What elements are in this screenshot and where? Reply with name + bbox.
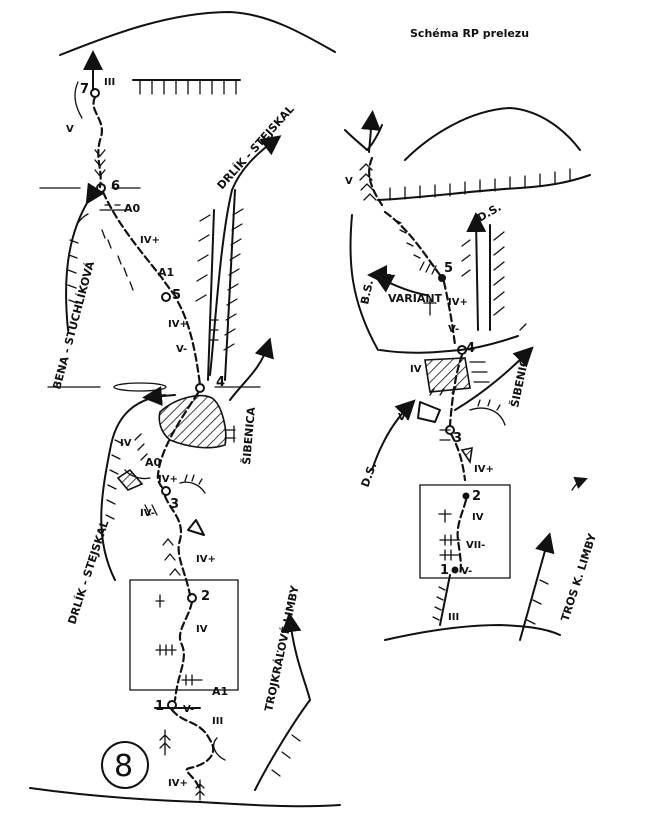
belay-1-label: 1	[155, 699, 164, 714]
grade-label: IV	[472, 512, 484, 523]
route-name-label: D.S.	[475, 201, 504, 225]
grade-label: V-	[176, 344, 187, 355]
grade-label: A0	[124, 202, 141, 215]
grade-label: IV	[120, 438, 132, 449]
grade-label: III	[104, 77, 115, 88]
belay-5-label: 5	[172, 288, 181, 303]
belay-2-label: 2	[201, 589, 210, 604]
grade-label: IV+	[474, 464, 494, 475]
belay-6-label: 6	[111, 179, 120, 194]
route-name-label: DRLÍK - STEJSKAL	[215, 103, 297, 192]
grade-label: V-	[461, 566, 472, 577]
grade-label: IV+	[168, 778, 188, 789]
grade-label: III	[212, 716, 223, 727]
belay-2-label: 2	[472, 489, 481, 504]
route-name-label: ŠIBENICA	[508, 349, 533, 409]
grade-label: V	[345, 176, 353, 187]
grade-label: A1	[158, 266, 174, 279]
grade-label: IV-	[140, 508, 155, 519]
belay-3-label: 3	[453, 431, 462, 446]
belay-7-label: 7	[80, 82, 89, 97]
route-name-label: ŠIBENICA	[240, 406, 258, 465]
grade-label: VII-	[466, 540, 485, 551]
grade-label: VARIANT	[388, 292, 443, 305]
grade-label: V-	[448, 324, 459, 335]
route-name-label: D.S.	[359, 461, 380, 489]
grade-label: A1	[212, 685, 228, 698]
grade-label: V-	[183, 704, 194, 715]
belay-3-label: 3	[170, 497, 179, 512]
grade-label: V	[66, 124, 74, 135]
belay-5-label: 5	[444, 261, 453, 276]
belay-4-label: 4	[466, 341, 475, 356]
page-title: Schéma RP prelezu	[410, 27, 529, 40]
grade-label: IV+	[168, 319, 188, 330]
route-name-label: TROS K. LIMBY	[558, 531, 599, 623]
grade-label: IV+	[158, 474, 178, 485]
belay-4-label: 4	[216, 375, 225, 390]
grade-label: VI	[398, 412, 409, 423]
route-name-label: DRLÍK - STEJSKAL	[65, 519, 111, 626]
route-name-label: B.S.	[358, 279, 376, 306]
route-name-label: BENA - STUCHLÍKOVÁ	[50, 259, 97, 390]
right-topo	[344, 107, 591, 641]
grade-label: IV+	[140, 235, 160, 246]
grade-label: A0	[145, 456, 162, 469]
grade-label: III	[448, 612, 459, 623]
grade-label: IV+	[448, 297, 468, 308]
grade-label: IV	[196, 624, 208, 635]
grade-label: IV	[410, 364, 422, 375]
grade-label: IV+	[196, 554, 216, 565]
left-topo	[29, 11, 341, 808]
route-number: 8	[114, 749, 133, 784]
belay-1-label: 1	[440, 563, 449, 578]
